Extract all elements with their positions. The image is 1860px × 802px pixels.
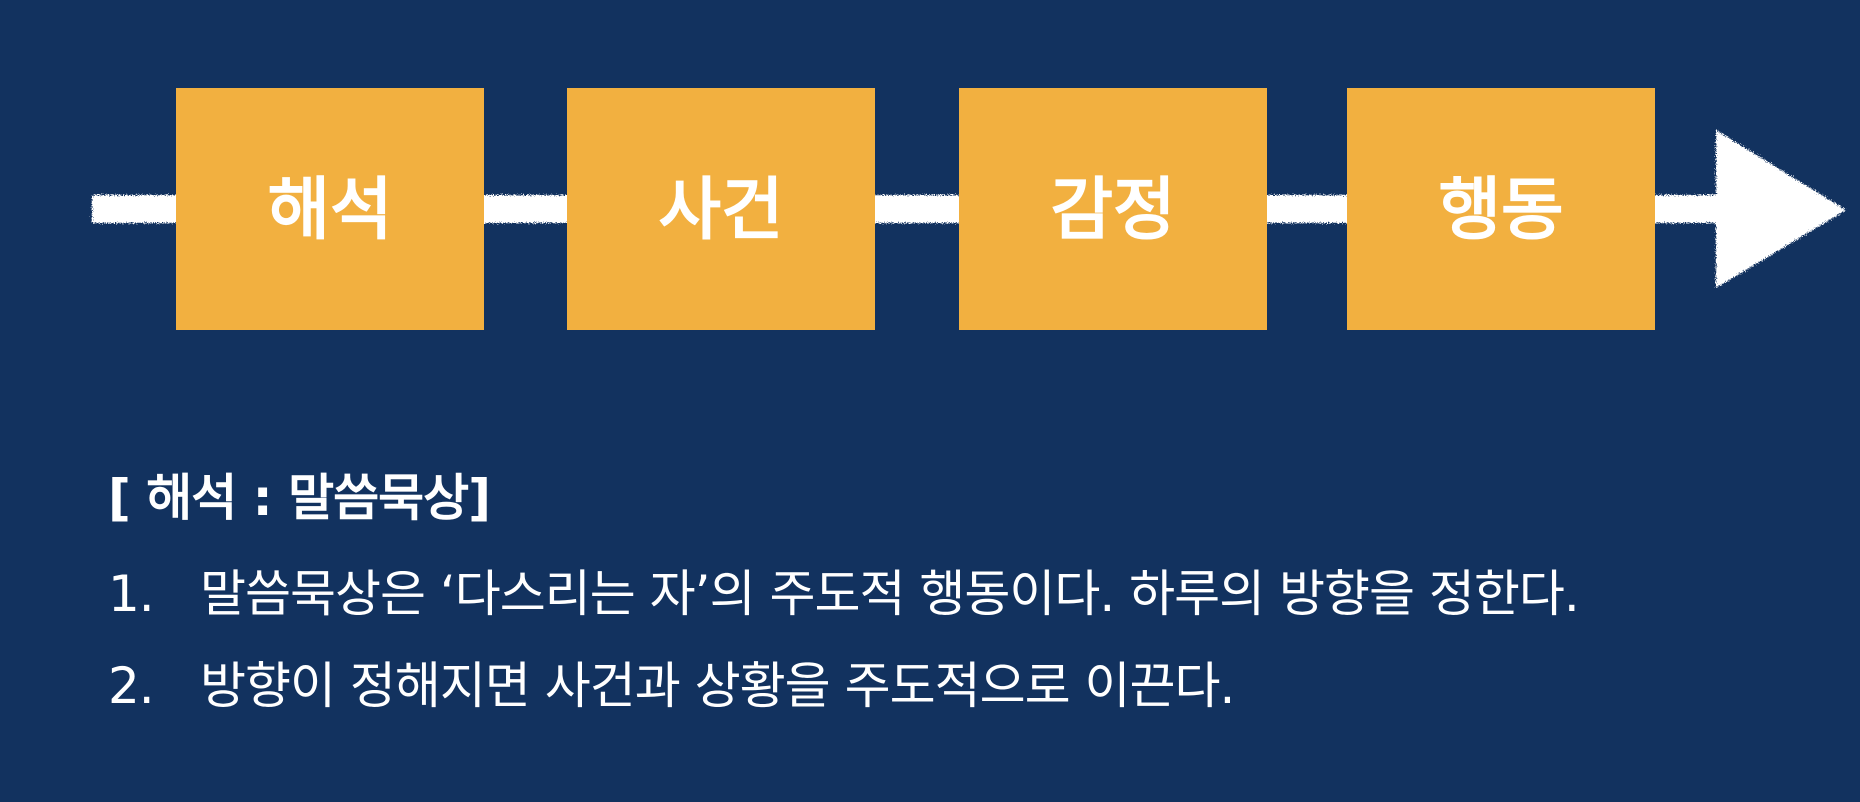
flow-step-label: 해석	[267, 171, 392, 250]
arrow-head	[1716, 130, 1846, 288]
flow-step-box	[1347, 88, 1655, 330]
list-item-text: 방향이 정해지면 사건과 상황을 주도적으로 이끈다.	[200, 657, 1235, 715]
list-item: 2. 방향이 정해지면 사건과 상황을 주도적으로 이끈다.	[108, 640, 1828, 732]
flow-step-label: 사건	[658, 171, 783, 250]
flow-step-box	[567, 88, 875, 330]
flow-step-box	[176, 88, 484, 330]
list-item: 1. 말씀묵상은 ‘다스리는 자’의 주도적 행동이다. 하루의 방향을 정한다…	[108, 548, 1828, 640]
flow-step-emotion: 감정	[959, 88, 1267, 330]
flow-step-interpretation: 해석	[176, 88, 484, 330]
list-item-number: 1.	[108, 565, 155, 623]
flow-step-event: 사건	[567, 88, 875, 330]
flow-step-label: 행동	[1438, 171, 1563, 250]
list-item-number: 2.	[108, 657, 155, 715]
process-flow-diagram: 해석 사건 감정 행동	[92, 88, 1846, 330]
list-item-text: 말씀묵상은 ‘다스리는 자’의 주도적 행동이다. 하루의 방향을 정한다.	[200, 565, 1580, 623]
flow-step-label: 감정	[1050, 171, 1175, 250]
flow-step-box	[959, 88, 1267, 330]
flow-step-action: 행동	[1347, 88, 1655, 330]
section-heading: [ 해석 : 말씀묵상]	[108, 469, 491, 527]
interpretation-section: [ 해석 : 말씀묵상] 1. 말씀묵상은 ‘다스리는 자’의 주도적 행동이다…	[108, 462, 1828, 732]
